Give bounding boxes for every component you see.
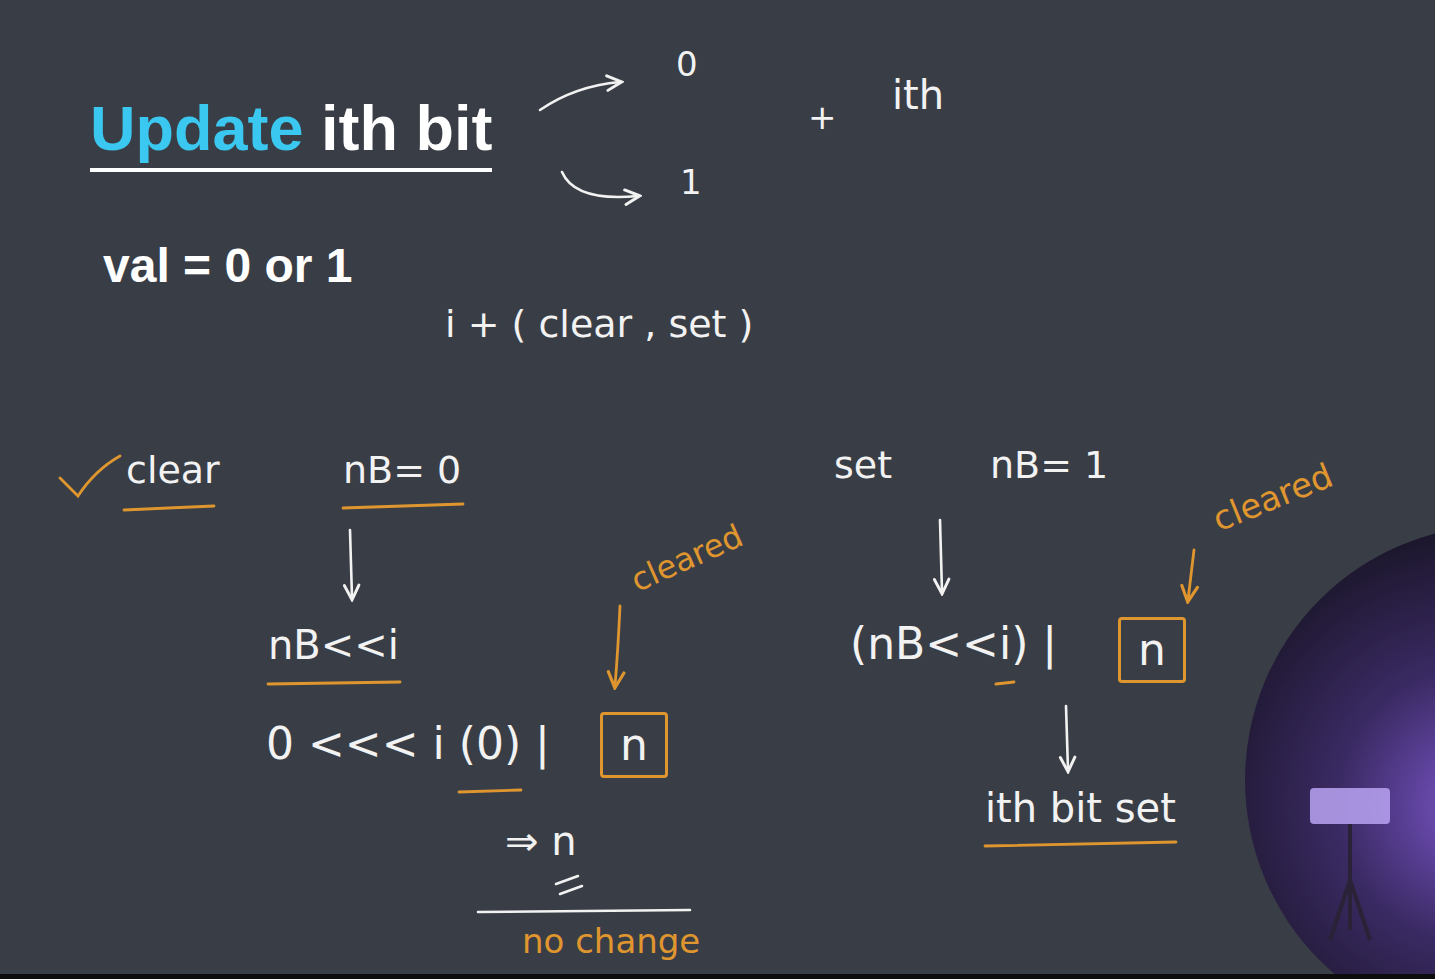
down-arrow [940, 520, 942, 592]
title-text: Update ith bit [90, 93, 492, 163]
new-bit: nB= 0 [343, 448, 461, 492]
equals-mark [556, 876, 578, 884]
down-arrow [1066, 706, 1068, 770]
result-note: ith bit set [985, 785, 1176, 831]
or-expression: 0 <<< i (0) | [266, 718, 550, 769]
lamp-shade [1310, 788, 1390, 824]
variable-name: n [620, 719, 648, 770]
branch-arrow [540, 82, 620, 110]
webcam-overlay [1245, 525, 1435, 979]
bit-index: ith [892, 72, 944, 118]
underline [996, 682, 1014, 684]
check-mark [60, 456, 120, 496]
new-bit: nB= 1 [990, 443, 1108, 487]
callout-note: cleared [626, 518, 749, 600]
lamp-stand [1330, 824, 1370, 940]
leader-arrow [1188, 550, 1194, 600]
result-line [478, 910, 690, 912]
case-name: set [834, 443, 892, 487]
boxed-variable: n [600, 712, 668, 778]
callout-note: cleared [1207, 456, 1338, 540]
equals-mark [560, 886, 582, 894]
underline [985, 842, 1176, 846]
value-note: val = 0 or 1 [103, 238, 353, 294]
underline [124, 506, 214, 510]
branch-value: 0 [676, 45, 698, 84]
boxed-variable: n [1118, 617, 1186, 683]
underline [459, 790, 521, 792]
branch-arrow [562, 172, 638, 197]
webcam-circle [1245, 525, 1435, 979]
plan-note: i + ( clear , set ) [445, 302, 753, 346]
bottom-bar [0, 974, 1435, 979]
underline [343, 504, 463, 508]
shift-expression: nB<<i [268, 622, 399, 668]
or-expression: (nB<<i) | [850, 618, 1057, 669]
plus-sign: + [808, 98, 837, 137]
title: Update ith bit [90, 92, 492, 172]
case-name: clear [126, 448, 220, 492]
branch-value: 1 [680, 163, 702, 202]
result-note: ⇒ n [505, 818, 577, 864]
leader-arrow [615, 606, 620, 686]
underline [268, 682, 400, 684]
variable-name: n [1138, 624, 1166, 675]
down-arrow [350, 530, 352, 598]
result-note: no change [522, 922, 700, 961]
